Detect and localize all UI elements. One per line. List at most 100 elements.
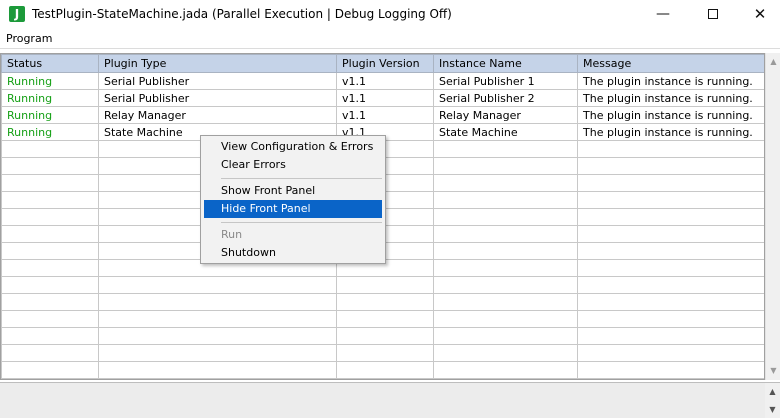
log-scroll-down-icon[interactable]: ▼ (769, 405, 776, 414)
empty-table-row[interactable] (1, 293, 764, 311)
menu-separator (221, 222, 382, 223)
cell-plugin-version (336, 344, 434, 362)
scroll-down-icon[interactable]: ▼ (770, 366, 777, 375)
column-header-status[interactable]: Status (1, 54, 99, 73)
cell-status: Running (1, 123, 99, 141)
cell-plugin-type (98, 361, 337, 379)
cell-plugin-type (98, 310, 337, 328)
cell-status (1, 327, 99, 345)
cell-plugin-type (98, 276, 337, 294)
cell-message (577, 174, 764, 192)
column-header-instance-name[interactable]: Instance Name (433, 54, 578, 73)
cell-message (577, 327, 764, 345)
cell-plugin-version (336, 361, 434, 379)
cell-message (577, 293, 764, 311)
cell-message (577, 344, 764, 362)
menu-bar: Program (0, 29, 780, 49)
cell-instance-name: Relay Manager (433, 106, 578, 124)
menu-item-view-configuration[interactable]: View Configuration & Errors (221, 140, 374, 153)
menu-item-run: Run (221, 228, 243, 241)
title-bar: J TestPlugin-StateMachine.jada (Parallel… (0, 0, 780, 29)
cell-status (1, 225, 99, 243)
cell-plugin-type: Relay Manager (98, 106, 337, 124)
close-icon: ✕ (753, 5, 767, 23)
column-header-message[interactable]: Message (577, 54, 764, 73)
scroll-up-icon[interactable]: ▲ (770, 57, 777, 66)
minimize-icon: — (656, 6, 670, 22)
cell-plugin-type (98, 344, 337, 362)
cell-instance-name: Serial Publisher 1 (433, 72, 578, 90)
cell-message (577, 140, 764, 158)
cell-instance-name (433, 361, 578, 379)
cell-message (577, 191, 764, 209)
cell-message (577, 259, 764, 277)
cell-message: The plugin instance is running. (577, 89, 764, 107)
cell-instance-name (433, 174, 578, 192)
cell-status: Running (1, 89, 99, 107)
maximize-icon (708, 9, 718, 19)
column-header-plugin-type[interactable]: Plugin Type (98, 54, 337, 73)
cell-status (1, 361, 99, 379)
empty-table-row[interactable] (1, 344, 764, 362)
menu-item-hide-front-panel[interactable]: Hide Front Panel (204, 200, 382, 218)
menu-separator (221, 178, 382, 179)
cell-instance-name (433, 259, 578, 277)
cell-instance-name (433, 140, 578, 158)
menu-item-shutdown[interactable]: Shutdown (221, 246, 276, 259)
app-icon: J (9, 6, 25, 22)
cell-status (1, 293, 99, 311)
cell-plugin-type: Serial Publisher (98, 72, 337, 90)
vertical-scrollbar[interactable]: ▲ ▼ (765, 53, 780, 380)
cell-message: The plugin instance is running. (577, 72, 764, 90)
cell-message (577, 242, 764, 260)
cell-instance-name (433, 191, 578, 209)
empty-table-row[interactable] (1, 327, 764, 345)
cell-instance-name (433, 344, 578, 362)
column-header-plugin-version[interactable]: Plugin Version (336, 54, 434, 73)
cell-status (1, 310, 99, 328)
cell-status (1, 344, 99, 362)
empty-table-row[interactable] (1, 310, 764, 328)
close-button[interactable]: ✕ (737, 0, 780, 29)
cell-plugin-version: v1.1 (336, 89, 434, 107)
cell-status: Running (1, 72, 99, 90)
log-scroll-up-icon[interactable]: ▲ (769, 387, 776, 396)
cell-status (1, 242, 99, 260)
window-title: TestPlugin-StateMachine.jada (Parallel E… (32, 7, 452, 21)
cell-instance-name (433, 157, 578, 175)
context-menu: View Configuration & Errors Clear Errors… (200, 135, 386, 264)
cell-status (1, 208, 99, 226)
cell-message: The plugin instance is running. (577, 106, 764, 124)
table-header-row: Status Plugin Type Plugin Version Instan… (1, 54, 764, 73)
cell-plugin-version: v1.1 (336, 106, 434, 124)
empty-table-row[interactable] (1, 276, 764, 294)
cell-status (1, 140, 99, 158)
cell-message (577, 310, 764, 328)
minimize-button[interactable]: — (640, 0, 686, 29)
cell-message (577, 157, 764, 175)
maximize-button[interactable] (690, 0, 736, 29)
cell-status (1, 174, 99, 192)
cell-plugin-type (98, 327, 337, 345)
cell-instance-name (433, 208, 578, 226)
empty-table-row[interactable] (1, 361, 764, 379)
log-panel: ▲ ▼ (0, 382, 780, 418)
cell-instance-name (433, 276, 578, 294)
cell-instance-name: Serial Publisher 2 (433, 89, 578, 107)
cell-plugin-version (336, 276, 434, 294)
cell-instance-name (433, 242, 578, 260)
cell-plugin-version (336, 310, 434, 328)
menu-item-show-front-panel[interactable]: Show Front Panel (221, 184, 316, 197)
cell-plugin-version (336, 293, 434, 311)
cell-message (577, 276, 764, 294)
menu-program[interactable]: Program (6, 32, 53, 45)
menu-item-clear-errors[interactable]: Clear Errors (221, 158, 286, 171)
cell-instance-name (433, 310, 578, 328)
cell-status (1, 259, 99, 277)
log-panel-scrollbar[interactable]: ▲ ▼ (765, 383, 780, 418)
cell-instance-name (433, 225, 578, 243)
cell-instance-name (433, 327, 578, 345)
